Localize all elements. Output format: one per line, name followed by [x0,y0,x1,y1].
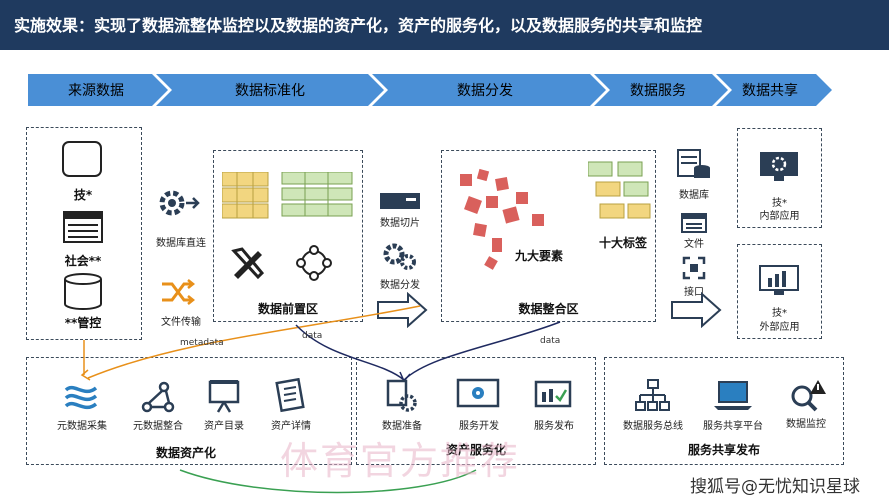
stage-label-4: 数据服务 [630,83,686,99]
service-api-label: 接口 [684,287,704,298]
watermark-text: 体育官方推荐 [280,439,521,483]
stage-label-1: 来源数据 [68,83,124,99]
data-prep-icon [386,379,417,412]
file-icon [681,213,707,233]
share-publish-box [604,357,844,465]
internal-app-line1: 技* [772,198,787,209]
database-stack-icon [677,149,710,178]
design-tools-icon [231,247,265,280]
source-item-3: **管控 [64,316,102,330]
data-distribute-label: 数据分发 [380,280,420,291]
service-db-label: 数据库 [679,190,709,201]
stage-chevron-4 [594,74,728,106]
external-app-box [737,244,822,339]
integration-zone-box [441,150,656,322]
db-direct-label: 数据库直连 [156,238,206,249]
document-detail-icon [275,378,305,413]
source-item-2: 社会** [64,254,102,268]
desktop-monitor-icon [760,152,798,181]
file-transfer-label: 文件传输 [161,317,201,328]
external-app-line1: 技* [772,308,787,319]
monitor-outline-icon [62,141,102,177]
asset-item-2: 元数据整合 [133,421,183,432]
title-bar [0,0,889,50]
asset-item-4: 资产详情 [271,421,311,432]
service-bus-icon [635,379,670,411]
source-item-1: 技* [73,188,93,202]
service-publish-icon [534,380,572,408]
service-file-label: 文件 [684,239,704,250]
share-publish-title: 服务共享发布 [687,443,760,457]
elements-cluster-icon [460,168,544,270]
wave-collect-icon [64,385,98,410]
watermark-credit: 搜狐号@无忧知识星球 [690,477,860,497]
page-title: 实施效果：实现了数据流整体监控以及数据的资产化，资产的服务化，以及数据服务的共享… [14,16,703,35]
database-cylinder-icon [64,273,102,310]
stage-chevron-5 [716,74,832,106]
gears-icon [383,243,416,270]
chart-monitor-icon [759,265,799,295]
monitor-alert-icon [791,380,826,412]
asset-title: 数据资产化 [155,446,216,460]
presentation-board-icon [208,380,240,413]
stage-label-3: 数据分发 [457,83,513,99]
shuffle-icon [162,279,196,305]
share-item-1: 数据服务总线 [623,421,683,432]
stage-chevron-2 [156,74,384,106]
stage-label-5: 数据共享 [742,82,798,99]
asset-item-3: 资产目录 [204,421,244,432]
service-dev-icon [456,378,500,408]
asset-service-title: 资产服务化 [445,443,506,457]
external-app-line2: 外部应用 [759,322,800,333]
asset-item-1: 元数据采集 [57,421,107,432]
asset-to-service-line [179,469,477,494]
stage-label-2: 数据标准化 [235,83,305,99]
node-integrate-icon [141,381,175,413]
front-zone-box [213,150,363,322]
stage-chevron-3 [372,74,606,106]
front-zone-tables [221,171,362,236]
share-item-2: 服务共享平台 [703,421,763,432]
data-flow-label-1: data [302,331,323,341]
integration-zone-title: 数据整合区 [518,302,579,316]
data-flow-label-2: data [540,336,561,346]
gear-arrow-icon [159,190,200,216]
right-arrow-icon-2 [671,292,722,328]
stage-chevron-1 [28,74,168,106]
data-flow-line-2 [403,321,561,381]
asset-service-box [356,357,596,465]
front-zone-title: 数据前置区 [257,302,318,316]
ten-tags-label: 十大标签 [598,236,647,250]
asset-service-item-1: 数据准备 [382,421,422,432]
interface-api-icon [682,256,706,280]
asset-box [26,357,352,465]
table-list-icon [63,211,103,243]
server-slice-icon [380,193,420,209]
metadata-flow-label: metadata [180,338,224,348]
source-box [26,127,142,340]
internal-app-line2: 内部应用 [759,211,800,222]
data-slice-label: 数据切片 [380,218,420,229]
data-table-grid-icon [221,171,353,219]
internal-app-box [737,128,822,228]
laptop-icon [714,381,752,410]
network-nodes-icon [296,245,332,281]
stage-chevrons: 来源数据 数据标准化 数据分发 数据服务 数据共享 [28,74,832,106]
asset-service-item-3: 服务发布 [534,421,574,432]
tag-tables-icon [588,161,651,219]
share-item-3: 数据监控 [786,419,826,430]
metadata-flow-line [87,305,421,379]
asset-service-item-2: 服务开发 [459,421,499,432]
data-flow-line-1 [295,324,405,381]
nine-elements-label: 九大要素 [514,249,563,263]
